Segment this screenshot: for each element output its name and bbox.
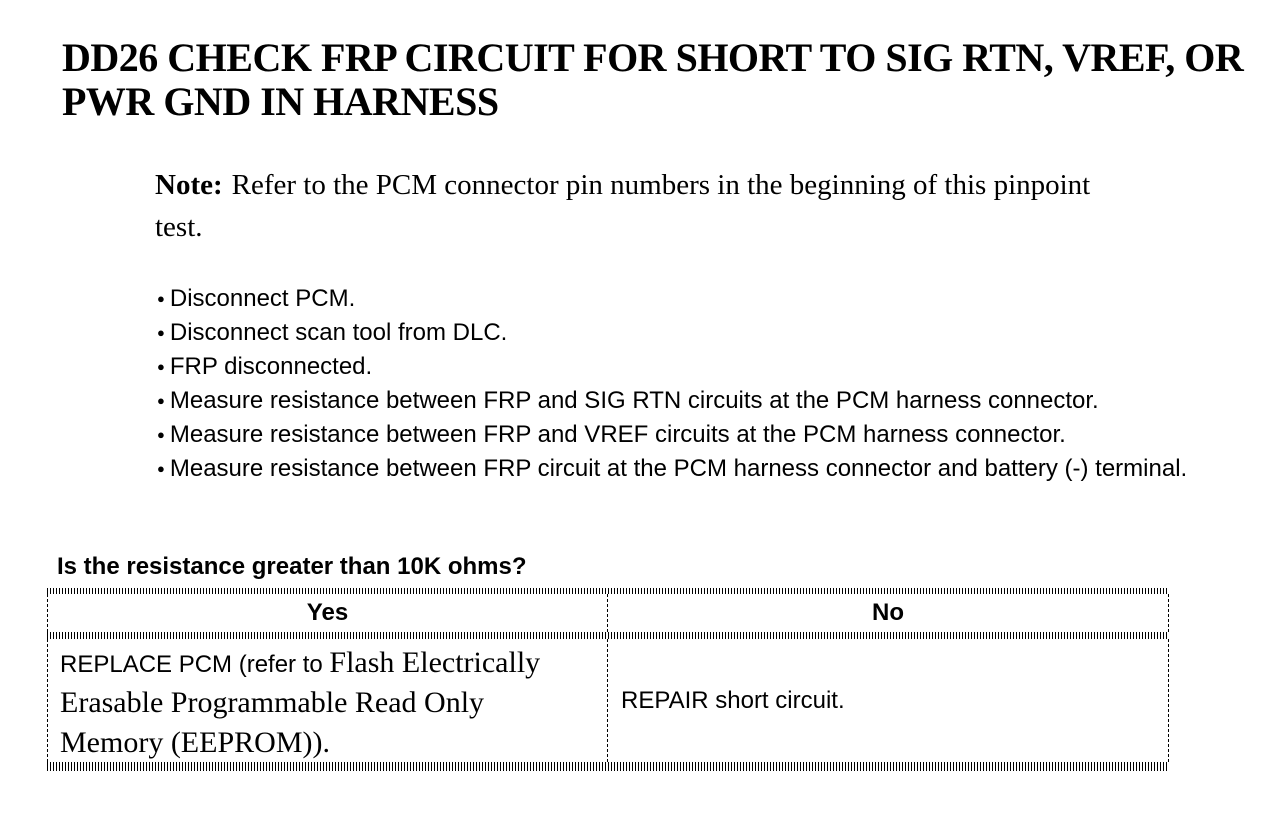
table-header-divider bbox=[47, 632, 1169, 639]
list-item: ● Measure resistance between FRP and VREF… bbox=[140, 418, 1245, 452]
decision-table: Yes No REPLACE PCM (refer to Flash Elect… bbox=[47, 588, 1169, 771]
bullet-icon: ● bbox=[157, 325, 165, 340]
table-top-border bbox=[47, 588, 1169, 594]
no-action-text: REPAIR short circuit. bbox=[621, 686, 845, 714]
bullet-icon: ● bbox=[157, 359, 165, 374]
list-item: ● Measure resistance between FRP and SIG … bbox=[140, 384, 1245, 418]
table-body-row: REPLACE PCM (refer to Flash Electrically… bbox=[47, 639, 1169, 762]
bullet-icon: ● bbox=[157, 461, 165, 476]
step-text: Disconnect PCM. bbox=[169, 285, 356, 312]
table-header-no: No bbox=[872, 599, 904, 626]
step-text: Measure resistance between FRP and SIG R… bbox=[169, 387, 1099, 414]
procedure-step-list: ● Disconnect PCM. ● Disconnect scan tool f… bbox=[140, 282, 1245, 486]
step-text: Disconnect scan tool from DLC. bbox=[169, 319, 508, 346]
yes-action-text: REPLACE PCM (refer to bbox=[60, 651, 330, 678]
bullet-icon: ● bbox=[157, 291, 165, 306]
page-title: DD26 CHECK FRP CIRCUIT FOR SHORT TO SIG … bbox=[62, 35, 1244, 124]
bullet-icon: ● bbox=[157, 393, 165, 408]
step-text: FRP disconnected. bbox=[169, 353, 373, 380]
table-bottom-border bbox=[47, 762, 1169, 771]
yes-action-reference-text: Flash Electrically Erasable Programmable… bbox=[60, 646, 541, 759]
decision-question: Is the resistance greater than 10K ohms? bbox=[57, 553, 527, 580]
note-text: Refer to the PCM connector pin numbers i… bbox=[155, 169, 1091, 243]
bullet-icon: ● bbox=[157, 427, 165, 442]
list-item: ● FRP disconnected. bbox=[140, 350, 1245, 384]
table-cell-no-action: REPAIR short circuit. bbox=[608, 639, 1168, 762]
list-item: ● Disconnect scan tool from DLC. bbox=[140, 316, 1245, 350]
list-item: ● Disconnect PCM. bbox=[140, 282, 1245, 316]
note-paragraph: Note:Refer to the PCM connector pin numb… bbox=[155, 164, 1250, 248]
step-text: Measure resistance between FRP and VREF … bbox=[169, 421, 1066, 448]
note-label: Note: bbox=[155, 169, 223, 201]
step-text: Measure resistance between FRP circuit a… bbox=[169, 455, 1188, 482]
list-item: ● Measure resistance between FRP circuit … bbox=[140, 452, 1245, 486]
table-header-row: Yes No bbox=[47, 594, 1169, 632]
table-cell-yes-action: REPLACE PCM (refer to Flash Electrically… bbox=[48, 639, 608, 762]
table-header-yes: Yes bbox=[48, 594, 608, 632]
